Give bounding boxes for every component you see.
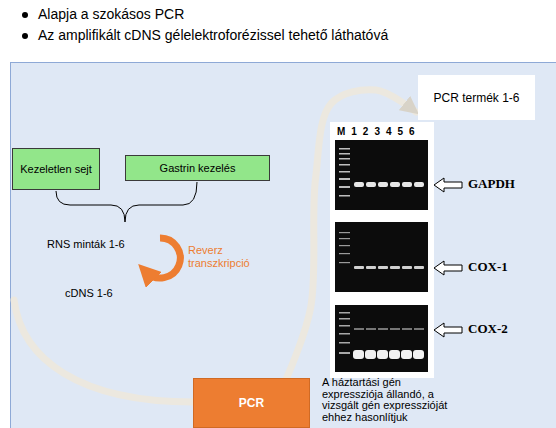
pointer-arrow [434, 178, 462, 192]
bullet-dot [22, 33, 28, 39]
box-text: PCR [239, 396, 264, 410]
bullet-dot [22, 12, 28, 18]
process-box: PCR [193, 378, 310, 428]
pointer-arrow [434, 261, 462, 275]
gel-image [335, 305, 428, 372]
box-text: Gastrin kezelés [160, 162, 236, 174]
pointer-arrow [434, 323, 462, 337]
step-label: RNS minták 1-6 [47, 238, 139, 251]
box-text: Kezeletlen sejt [20, 163, 92, 175]
bullet-text: Alapja a szokásos PCR [38, 6, 548, 22]
gel-image [335, 140, 428, 210]
product-box: PCR termék 1-6 [418, 75, 535, 120]
note-text: A háztartási gén expressziója állandó, a… [322, 377, 448, 423]
circular-arrow [146, 238, 180, 278]
gel-cox2 [335, 305, 428, 372]
sample-box: Kezeletlen sejt [12, 148, 100, 190]
gel-bands [353, 350, 424, 359]
lane-labels: M 1 2 3 4 5 6 [337, 126, 435, 138]
flow-curve [14, 300, 193, 402]
box-text: PCR termék 1-6 [433, 91, 519, 105]
gel-cox1 [335, 222, 428, 292]
marker-ladder [339, 232, 350, 263]
bullet-text: Az amplifikált cDNS gélelektroforézissel… [38, 27, 550, 43]
gel-bands [354, 266, 424, 269]
marker-ladder [339, 148, 350, 197]
treatment-box: Gastrin kezelés [125, 155, 270, 181]
marker-ladder [339, 312, 350, 354]
gel-gapdh [335, 140, 428, 210]
process-label: Reverz transzkripció [188, 244, 266, 269]
gene-label: COX-2 [468, 322, 548, 337]
gel-bands-faint [354, 328, 424, 330]
gene-label: GAPDH [468, 177, 548, 192]
gel-bands [354, 182, 424, 187]
step-label: cDNS 1-6 [65, 287, 145, 300]
gene-label: COX-1 [468, 260, 548, 275]
gel-ground [330, 122, 434, 378]
background-panel [11, 63, 556, 428]
gel-image [335, 222, 428, 292]
